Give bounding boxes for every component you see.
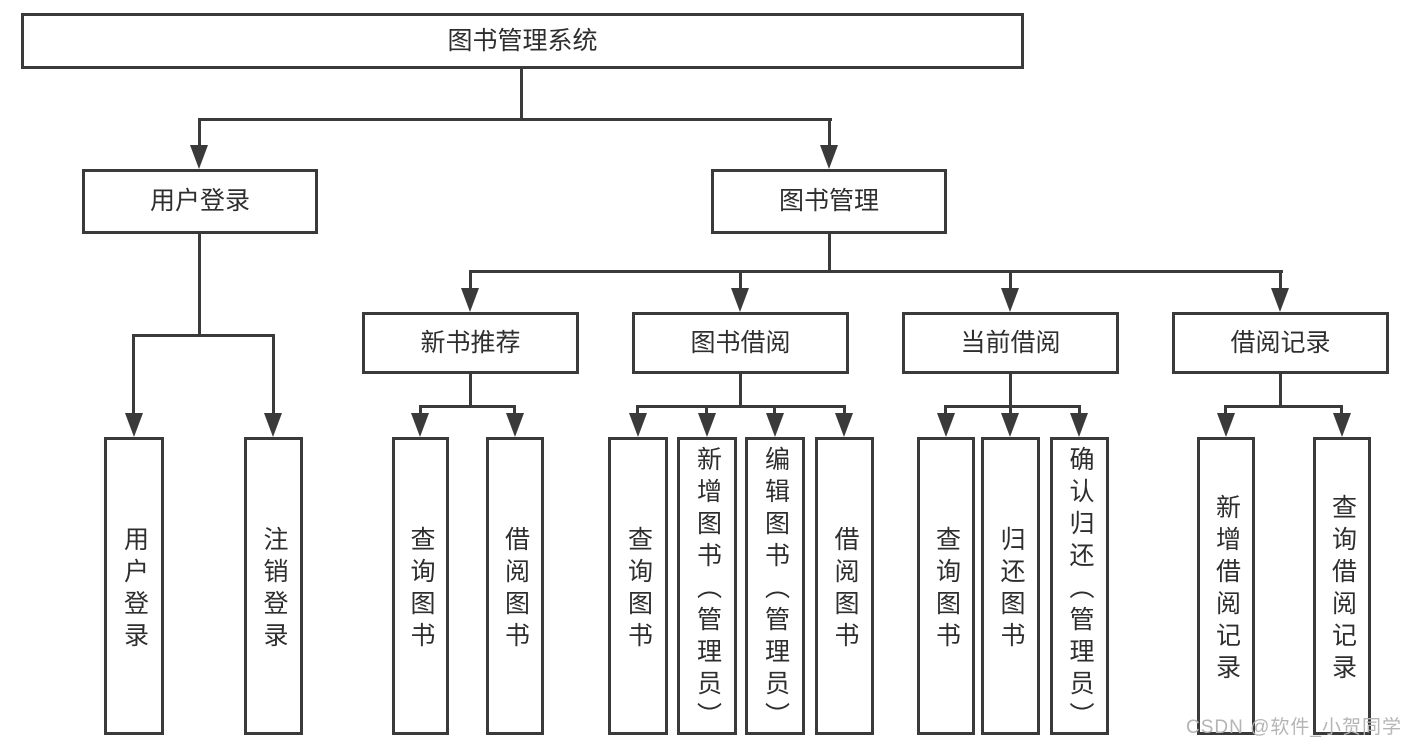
connector-leaf-drop xyxy=(1009,405,1012,415)
arrow-down-icon xyxy=(629,413,647,437)
leaf-borrow-books-1-label: 借阅图书 xyxy=(501,525,530,654)
connector-current-borrowing-stem xyxy=(1009,374,1012,408)
arrow-down-icon xyxy=(1271,288,1289,312)
node-current-borrowing-label: 当前借阅 xyxy=(960,328,1061,357)
leaf-user-login: 用户登录 xyxy=(104,437,164,735)
node-book-management-label: 图书管理 xyxy=(778,187,879,216)
connector-book-borrowing-rail xyxy=(636,405,846,408)
leaf-query-borrow-record-label: 查询借阅记录 xyxy=(1328,493,1357,686)
watermark: CSDN @软件_小贺同学 xyxy=(1186,717,1402,738)
arrow-down-icon xyxy=(1217,413,1235,437)
arrow-down-icon xyxy=(820,145,838,169)
connector-drop-leaf-logout xyxy=(272,334,275,414)
arrow-down-icon xyxy=(1333,413,1351,437)
leaf-confirm-return-admin: 确认归还（管理员） xyxy=(1050,437,1109,735)
arrow-down-icon xyxy=(190,145,208,169)
leaf-query-books-2-label: 查询图书 xyxy=(624,525,653,654)
leaf-query-books-2: 查询图书 xyxy=(608,437,668,735)
connector-root-stem xyxy=(520,68,523,120)
node-book-borrowing-label: 图书借阅 xyxy=(690,328,791,357)
node-new-book-recommendation-label: 新书推荐 xyxy=(420,328,521,357)
arrow-down-icon xyxy=(835,413,853,437)
connector-borrowing-records-stem xyxy=(1279,374,1282,408)
arrow-down-icon xyxy=(506,413,524,437)
node-book-management: 图书管理 xyxy=(711,169,947,234)
node-book-borrowing: 图书借阅 xyxy=(632,312,849,374)
connector-drop-leaf-user-login xyxy=(132,334,135,414)
leaf-add-borrow-record: 新增借阅记录 xyxy=(1197,437,1255,735)
connector-drop-current-borrowing xyxy=(1009,270,1012,290)
arrow-down-icon xyxy=(766,413,784,437)
connector-book-management-stem xyxy=(828,233,831,272)
leaf-return-book-label: 归还图书 xyxy=(997,525,1025,654)
connector-leaf-drop xyxy=(944,405,947,415)
connector-leaf-drop xyxy=(773,405,776,415)
arrow-down-icon xyxy=(461,288,479,312)
connector-drop-book-management xyxy=(828,118,831,147)
node-root: 图书管理系统 xyxy=(21,13,1024,69)
connector-leaf-drop xyxy=(1224,405,1227,415)
leaf-query-books-3-label: 查询图书 xyxy=(932,525,961,654)
leaf-query-borrow-record: 查询借阅记录 xyxy=(1313,437,1371,735)
connector-book-borrowing-stem xyxy=(739,374,742,408)
connector-leaf-drop xyxy=(1340,405,1343,415)
connector-drop-borrowing-records xyxy=(1279,270,1282,290)
arrow-down-icon xyxy=(1070,413,1088,437)
arrow-down-icon xyxy=(411,413,429,437)
arrow-down-icon xyxy=(125,413,143,437)
node-current-borrowing: 当前借阅 xyxy=(902,312,1119,374)
connector-leaf-drop xyxy=(1078,405,1081,415)
connector-leaf-drop xyxy=(843,405,846,415)
arrow-down-icon xyxy=(698,413,716,437)
leaf-confirm-return-admin-label: 确认归还（管理员） xyxy=(1066,445,1094,734)
arrow-down-icon xyxy=(264,413,282,437)
connector-drop-book-borrowing xyxy=(739,270,742,290)
connector-current-borrowing-rail xyxy=(944,405,1081,408)
connector-leaf-drop xyxy=(513,405,516,415)
arrow-down-icon xyxy=(1001,288,1019,312)
connector-user-login-rail xyxy=(132,334,275,337)
arrow-down-icon xyxy=(1001,413,1019,437)
node-new-book-recommendation: 新书推荐 xyxy=(362,312,579,374)
leaf-logout-label: 注销登录 xyxy=(260,525,288,654)
leaf-borrow-books-1: 借阅图书 xyxy=(486,437,544,735)
connector-leaf-drop xyxy=(636,405,639,415)
node-root-label: 图书管理系统 xyxy=(447,26,598,55)
connector-level3-rail xyxy=(469,270,1283,273)
leaf-borrow-books-2: 借阅图书 xyxy=(815,437,874,735)
connector-drop-user-login xyxy=(198,118,201,147)
arrow-down-icon xyxy=(731,288,749,312)
node-user-login: 用户登录 xyxy=(82,169,318,234)
connector-leaf-drop xyxy=(705,405,708,415)
leaf-edit-book-admin-label: 编辑图书（管理员） xyxy=(761,445,790,734)
node-borrowing-records-label: 借阅记录 xyxy=(1230,328,1331,357)
leaf-borrow-books-2-label: 借阅图书 xyxy=(831,525,859,654)
leaf-add-book-admin-label: 新增图书（管理员） xyxy=(693,445,722,734)
leaf-query-books-3: 查询图书 xyxy=(917,437,975,735)
leaf-edit-book-admin: 编辑图书（管理员） xyxy=(745,437,805,735)
connector-borrowing-records-rail xyxy=(1224,405,1343,408)
leaf-return-book: 归还图书 xyxy=(981,437,1040,735)
connector-level2-rail xyxy=(198,118,832,121)
leaf-query-books-1: 查询图书 xyxy=(392,437,449,735)
node-user-login-label: 用户登录 xyxy=(149,187,250,216)
leaf-user-login-label: 用户登录 xyxy=(120,525,149,654)
connector-leaf-drop xyxy=(419,405,422,415)
leaf-add-book-admin: 新增图书（管理员） xyxy=(677,437,737,735)
connector-new-book-rail xyxy=(419,405,516,408)
connector-new-book-stem xyxy=(469,374,472,408)
node-borrowing-records: 借阅记录 xyxy=(1172,312,1389,374)
connector-user-login-stem xyxy=(198,233,201,336)
leaf-logout: 注销登录 xyxy=(244,437,303,735)
leaf-add-borrow-record-label: 新增借阅记录 xyxy=(1212,493,1241,686)
leaf-query-books-1-label: 查询图书 xyxy=(407,525,435,654)
connector-drop-new-book xyxy=(469,270,472,290)
arrow-down-icon xyxy=(937,413,955,437)
